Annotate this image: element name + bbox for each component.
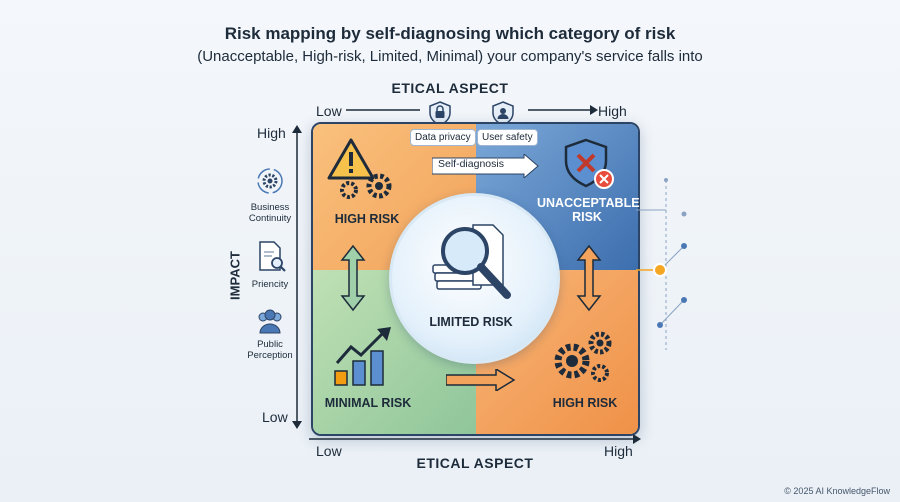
shield-x-icon (564, 138, 614, 189)
gears-cycle-icon (257, 168, 283, 194)
factor-label: Business Continuity (248, 202, 292, 224)
factor-label: Public Perception (247, 339, 293, 361)
top-axis-high: High (598, 103, 627, 119)
double-arrow-right (576, 244, 602, 312)
user-shield-icon (492, 101, 514, 126)
left-axis-high: High (257, 125, 286, 141)
self-diagnosis-arrow (432, 154, 539, 178)
self-diagnosis-label: Self-diagnosis (438, 158, 504, 170)
growth-chart-icon (334, 327, 391, 386)
people-icon (258, 309, 282, 334)
top-axis-arrows (346, 105, 598, 115)
left-axis-low: Low (262, 409, 288, 425)
quadrant-label-unacceptable: UNACCEPTABLE RISK (537, 196, 640, 224)
magnifier-documents-icon (432, 224, 511, 299)
left-axis-title: IMPACT (227, 251, 243, 300)
double-arrow-left (340, 244, 366, 312)
quadrant-label-minimal: MINIMAL RISK (324, 396, 412, 410)
bottom-axis-low: Low (316, 443, 342, 459)
factor-label: Priencity (251, 279, 289, 290)
badge-user-safety: User safety (477, 129, 538, 146)
top-axis-title: ETICAL ASPECT (391, 80, 509, 96)
top-axis-low: Low (316, 103, 342, 119)
page-title: Risk mapping by self-diagnosing which ca… (224, 24, 676, 43)
bottom-axis-arrow (309, 434, 641, 444)
bottom-axis-high: High (604, 443, 633, 459)
quadrant-label-high-risk-bottom: HIGH RISK (552, 396, 618, 410)
left-axis-arrow (292, 125, 302, 429)
warning-gears-icon (327, 138, 392, 199)
document-search-icon (259, 241, 286, 272)
badge-data-privacy: Data privacy (410, 129, 476, 146)
page-subtitle: (Unacceptable, High-risk, Limited, Minim… (197, 48, 703, 65)
center-label-limited-risk: LIMITED RISK (429, 315, 513, 329)
network-decoration (636, 178, 687, 350)
copyright: © 2025 AI KnowledgeFlow (784, 486, 890, 496)
risk-matrix (311, 122, 640, 436)
right-arrow (446, 369, 516, 391)
quadrant-label-high-risk-top: HIGH RISK (334, 212, 400, 226)
gears-icon (554, 331, 612, 382)
bottom-axis-title: ETICAL ASPECT (416, 455, 534, 471)
